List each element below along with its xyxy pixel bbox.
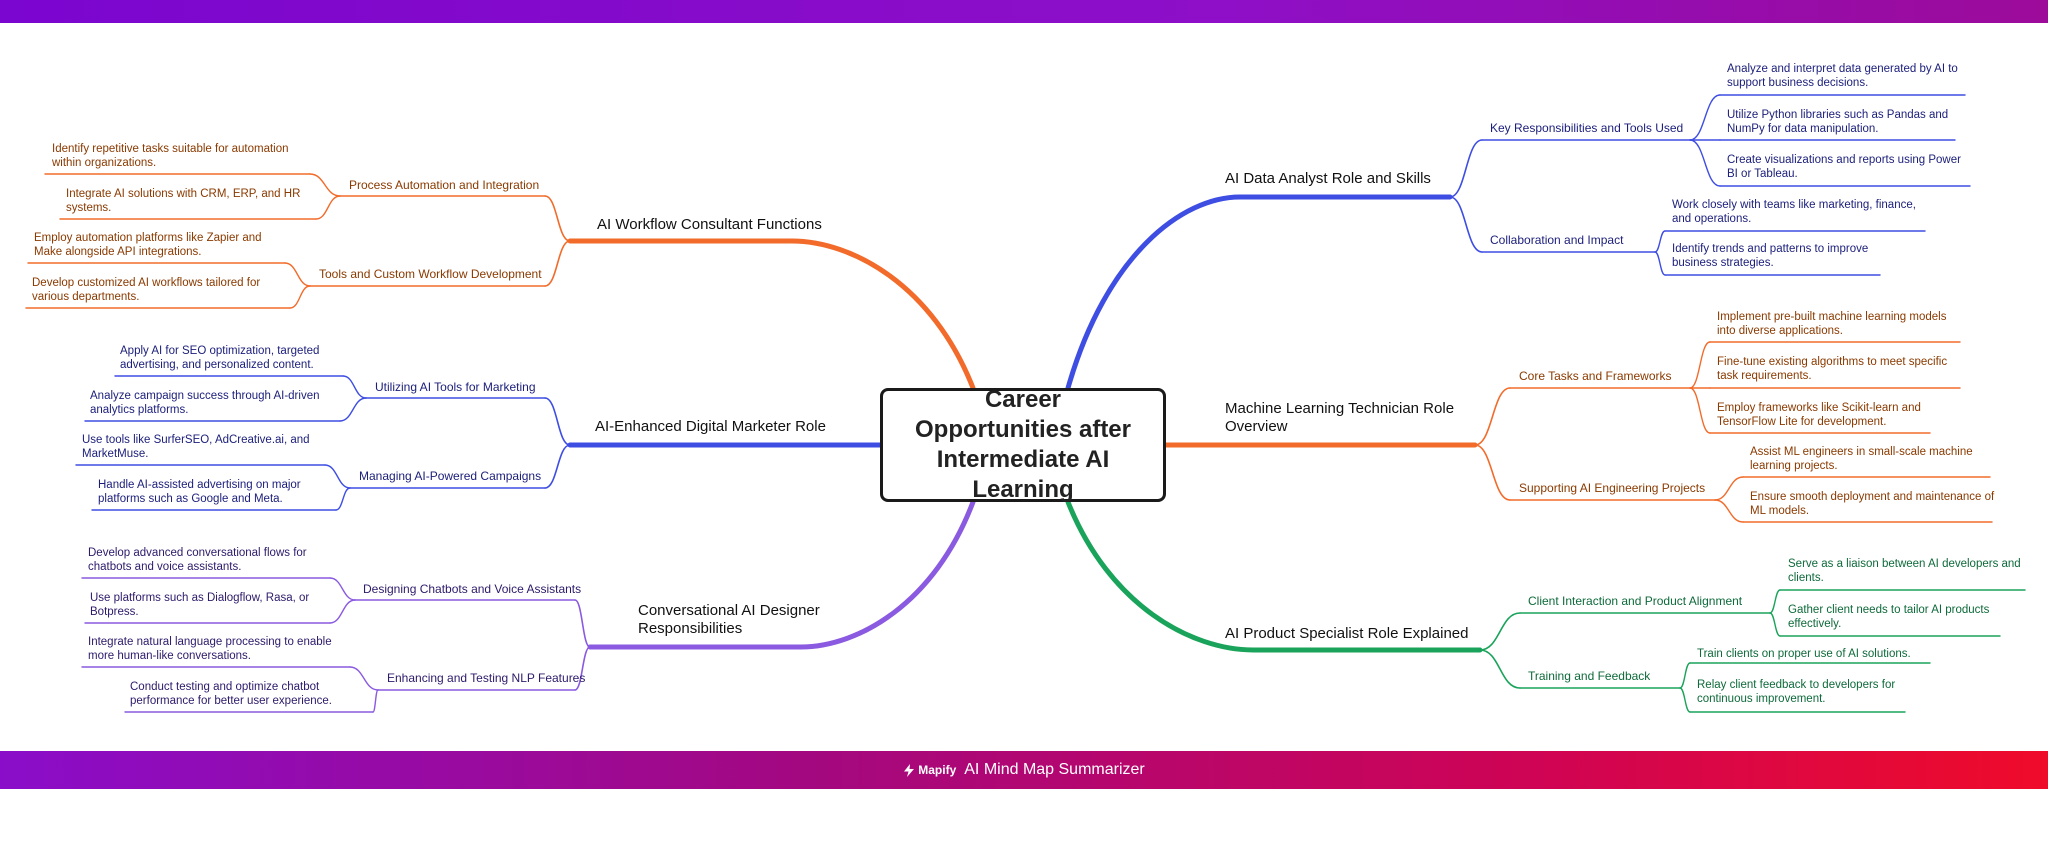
trunk-conversational bbox=[587, 499, 976, 650]
branch-conversational-ai-designer[interactable]: Conversational AI Designer Responsibilit… bbox=[638, 602, 820, 637]
leaf-gather-client-needs: Gather client needs to tailor AI product… bbox=[1788, 604, 1990, 630]
top-gradient-bar bbox=[0, 0, 2048, 23]
connector-sub-0 bbox=[544, 195, 571, 242]
sub-utilizing-ai-tools[interactable]: Utilizing AI Tools for Marketing bbox=[375, 380, 536, 394]
leaf-analyze-campaign-success: Analyze campaign success through AI-driv… bbox=[90, 390, 320, 416]
connector-leaf-0-1 bbox=[1769, 612, 1781, 637]
connector-sub-0 bbox=[1449, 139, 1483, 198]
connector-sub-0 bbox=[1474, 387, 1511, 446]
connector-leaf-0-2 bbox=[1689, 387, 1711, 434]
sub-key-responsibilities[interactable]: Key Responsibilities and Tools Used bbox=[1490, 121, 1684, 135]
leaf-employ-automation-platforms: Employ automation platforms like Zapier … bbox=[34, 232, 262, 258]
connector-leaf-1-1 bbox=[372, 689, 379, 713]
sub-enhancing-nlp[interactable]: Enhancing and Testing NLP Features bbox=[387, 671, 586, 685]
sub-supporting-ai-engineering[interactable]: Supporting AI Engineering Projects bbox=[1519, 481, 1706, 495]
leaf-use-surferseo: Use tools like SurferSEO, AdCreative.ai,… bbox=[82, 434, 310, 460]
branch-ai-digital-marketer[interactable]: AI-Enhanced Digital Marketer Role bbox=[595, 418, 826, 435]
connector-sub-1 bbox=[1479, 649, 1521, 689]
connector-leaf-0-0 bbox=[1689, 341, 1711, 389]
trunk-product bbox=[1065, 499, 1483, 653]
connector-leaf-1-0 bbox=[1654, 230, 1666, 253]
sub-core-tasks-frameworks[interactable]: Core Tasks and Frameworks bbox=[1519, 369, 1672, 383]
connector-leaf-1-0 bbox=[284, 262, 311, 287]
trunk-analyst bbox=[1065, 194, 1453, 391]
leaf-develop-conversational-flows: Develop advanced conversational flows fo… bbox=[88, 547, 307, 573]
connector-leaf-1-1 bbox=[1714, 499, 1744, 523]
leaf-use-dialogflow: Use platforms such as Dialogflow, Rasa, … bbox=[90, 592, 310, 618]
connector-sub-1 bbox=[574, 646, 591, 691]
connector-leaf-0-1 bbox=[329, 599, 356, 624]
connector-sub-1 bbox=[1449, 196, 1483, 253]
leaf-relay-feedback: Relay client feedback to developers for … bbox=[1697, 679, 1896, 705]
leaf-conduct-testing: Conduct testing and optimize chatbot per… bbox=[130, 681, 332, 707]
connector-sub-1 bbox=[1474, 444, 1511, 501]
sub-designing-chatbots[interactable]: Designing Chatbots and Voice Assistants bbox=[363, 582, 582, 596]
sub-tools-custom-workflow[interactable]: Tools and Custom Workflow Development bbox=[319, 267, 542, 281]
leaf-employ-frameworks: Employ frameworks like Scikit-learn and … bbox=[1717, 402, 1921, 428]
connector-leaf-1-1 bbox=[289, 285, 311, 309]
footer-bar: Mapify AI Mind Map Summarizer bbox=[0, 751, 2048, 789]
leaf-train-clients: Train clients on proper use of AI soluti… bbox=[1697, 648, 1911, 660]
connector-leaf-0-0 bbox=[1689, 94, 1721, 141]
connector-sub-1 bbox=[544, 240, 571, 287]
connector-leaf-0-1 bbox=[339, 397, 367, 422]
connector-leaf-1-0 bbox=[324, 464, 351, 489]
connector-leaf-1-0 bbox=[1714, 476, 1744, 501]
mapify-logo[interactable]: Mapify bbox=[903, 763, 956, 777]
leaf-implement-prebuilt-models: Implement pre-built machine learning mod… bbox=[1717, 311, 1947, 337]
leaf-handle-ai-advertising: Handle AI-assisted advertising on major … bbox=[98, 479, 301, 505]
connector-leaf-0-0 bbox=[1769, 589, 1781, 614]
leaf-work-closely-teams: Work closely with teams like marketing, … bbox=[1672, 199, 1916, 225]
connector-sub-0 bbox=[574, 599, 591, 648]
leaf-integrate-nlp: Integrate natural language processing to… bbox=[88, 636, 332, 662]
connector-leaf-1-0 bbox=[349, 666, 379, 691]
connector-sub-0 bbox=[1479, 612, 1521, 651]
branch-ml-technician[interactable]: Machine Learning Technician Role Overvie… bbox=[1225, 400, 1455, 435]
leaf-integrate-crm-erp: Integrate AI solutions with CRM, ERP, an… bbox=[66, 188, 301, 214]
leaf-develop-custom-workflows: Develop customized AI workflows tailored… bbox=[32, 277, 261, 303]
trunk-workflow bbox=[567, 238, 976, 391]
leaf-apply-ai-seo: Apply AI for SEO optimization, targeted … bbox=[120, 345, 320, 371]
branch-ai-data-analyst[interactable]: AI Data Analyst Role and Skills bbox=[1225, 170, 1431, 187]
connector-leaf-0-0 bbox=[342, 375, 367, 399]
leaf-assist-ml-engineers: Assist ML engineers in small-scale machi… bbox=[1750, 446, 1973, 472]
sub-training-feedback[interactable]: Training and Feedback bbox=[1528, 669, 1651, 683]
branch-ai-product-specialist[interactable]: AI Product Specialist Role Explained bbox=[1225, 625, 1469, 642]
connector-leaf-1-0 bbox=[1679, 662, 1691, 689]
leaf-create-visualizations: Create visualizations and reports using … bbox=[1727, 154, 1961, 180]
central-topic-title: Career Opportunities after Intermediate … bbox=[914, 386, 1131, 503]
sub-collaboration-impact[interactable]: Collaboration and Impact bbox=[1490, 233, 1624, 247]
sub-process-automation[interactable]: Process Automation and Integration bbox=[349, 178, 540, 192]
connector-leaf-1-1 bbox=[1679, 687, 1691, 713]
sub-client-interaction[interactable]: Client Interaction and Product Alignment bbox=[1528, 594, 1743, 608]
leaf-identify-repetitive-tasks: Identify repetitive tasks suitable for a… bbox=[52, 143, 289, 169]
leaf-analyze-interpret-data: Analyze and interpret data generated by … bbox=[1727, 63, 1958, 89]
connector-leaf-1-1 bbox=[1654, 251, 1666, 276]
leaf-fine-tune-algorithms: Fine-tune existing algorithms to meet sp… bbox=[1717, 356, 1948, 382]
sub-managing-ai-campaigns[interactable]: Managing AI-Powered Campaigns bbox=[359, 469, 542, 483]
brand-name: Mapify bbox=[918, 763, 957, 777]
leaf-ensure-deployment: Ensure smooth deployment and maintenance… bbox=[1750, 491, 1995, 517]
connector-leaf-1-1 bbox=[335, 487, 351, 511]
bolt-icon bbox=[904, 763, 915, 777]
leaf-utilize-python: Utilize Python libraries such as Pandas … bbox=[1727, 109, 1949, 135]
connector-leaf-0-0 bbox=[329, 577, 356, 601]
connector-sub-1 bbox=[544, 444, 571, 489]
leaf-serve-liaison: Serve as a liaison between AI developers… bbox=[1788, 558, 2021, 584]
connector-leaf-0-1 bbox=[315, 195, 341, 220]
branch-ai-workflow-consultant[interactable]: AI Workflow Consultant Functions bbox=[597, 216, 822, 233]
connector-sub-0 bbox=[544, 397, 571, 446]
leaf-identify-trends: Identify trends and patterns to improve … bbox=[1672, 243, 1869, 269]
connector-leaf-0-2 bbox=[1689, 139, 1721, 187]
footer-title: AI Mind Map Summarizer bbox=[964, 761, 1145, 778]
central-topic[interactable]: Career Opportunities after Intermediate … bbox=[880, 386, 1166, 503]
connector-leaf-0-0 bbox=[309, 173, 341, 197]
